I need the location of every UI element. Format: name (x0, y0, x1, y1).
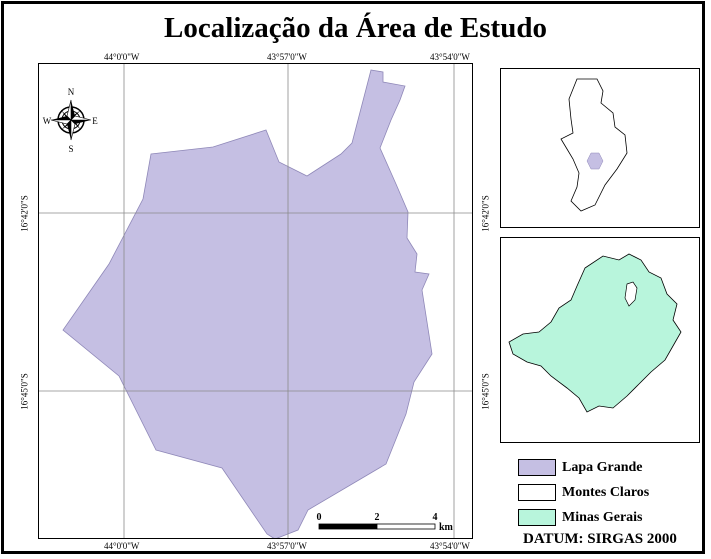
lon-label-top-1: 44°0'0"W (104, 52, 140, 62)
lat-label-right-1: 16°42'0"S (480, 195, 491, 232)
inset-minas-gerais (500, 237, 700, 443)
compass-rose-icon: N S E W (43, 87, 99, 154)
lapa-grande-area (62, 69, 433, 538)
main-map: N S E W 0 2 4 km (38, 63, 473, 539)
legend-swatch-minas-gerais (518, 509, 556, 526)
inset-montes-claros-svg (560, 78, 628, 212)
legend-label-minas-gerais: Minas Gerais (562, 509, 643, 525)
lon-label-bottom-2: 43°57'0"W (267, 541, 307, 551)
inset-study-area (586, 152, 604, 170)
lon-label-bottom-3: 43°54'0"W (430, 541, 470, 551)
inset-montes-claros-in-state (624, 281, 638, 307)
scale-tick-2: 2 (375, 512, 380, 523)
lon-label-bottom-1: 44°0'0"W (104, 541, 140, 551)
legend-item-minas-gerais: Minas Gerais (518, 509, 643, 526)
compass-s: S (68, 144, 73, 154)
minas-gerais-outline (508, 253, 682, 413)
lat-label-left-1: 16°42'0"S (19, 195, 30, 232)
compass-e: E (92, 116, 98, 126)
legend-item-lapa-grande: Lapa Grande (518, 459, 643, 476)
legend-swatch-montes-claros (518, 484, 556, 501)
compass-w: W (43, 116, 52, 126)
legend-item-montes-claros: Montes Claros (518, 484, 649, 501)
lat-label-right-2: 16°45'0"S (480, 373, 491, 410)
lat-label-left-2: 16°45'0"S (19, 373, 30, 410)
scale-tick-0: 0 (317, 512, 322, 523)
inset-montes-claros (500, 68, 700, 228)
datum-label: DATUM: SIRGAS 2000 (523, 531, 677, 547)
scale-tick-4: 4 (433, 512, 438, 523)
compass-n: N (68, 87, 75, 97)
map-title: Localização da Área de Estudo (164, 12, 547, 44)
legend-label-montes-claros: Montes Claros (562, 484, 650, 500)
legend-label-lapa-grande: Lapa Grande (562, 459, 643, 475)
lon-label-top-3: 43°54'0"W (430, 52, 470, 62)
legend-swatch-lapa-grande (518, 459, 556, 476)
lon-label-top-2: 43°57'0"W (267, 52, 307, 62)
inset-minas-gerais-svg (508, 253, 682, 413)
main-map-svg: N S E W 0 2 4 km (39, 64, 472, 538)
montes-claros-outline (560, 78, 628, 212)
scale-unit: km (439, 522, 454, 533)
scale-bar: 0 2 4 km (317, 512, 454, 533)
